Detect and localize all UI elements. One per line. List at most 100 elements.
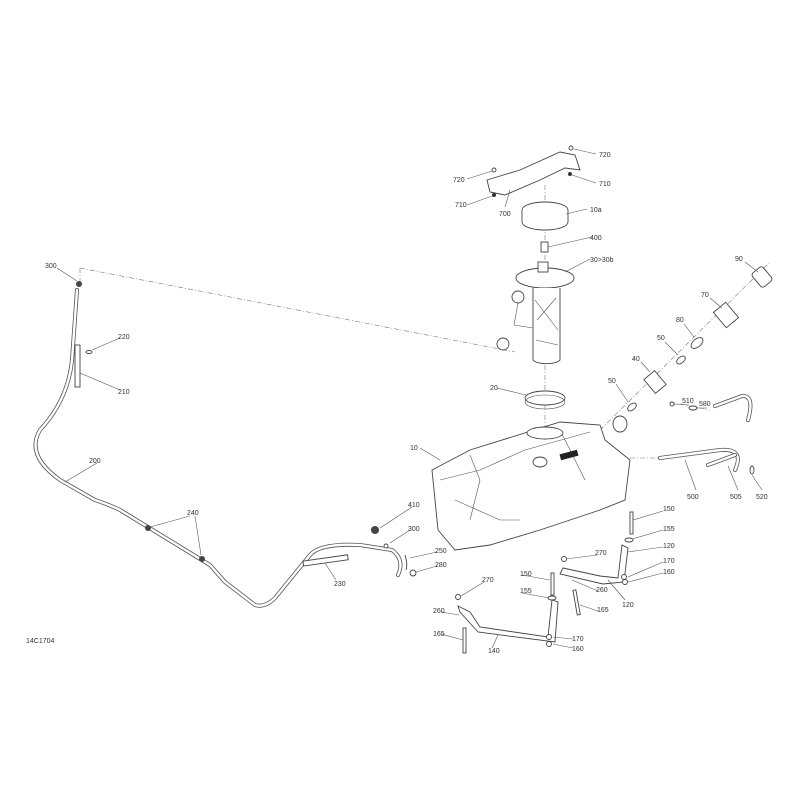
callout-165: 165 — [597, 607, 609, 614]
callout-270: 270 — [595, 550, 607, 557]
callout-200: 200 — [89, 458, 101, 465]
callout-20: 20 — [490, 385, 498, 392]
clamp-50 — [676, 355, 686, 365]
callout-400: 400 — [590, 235, 602, 242]
callout-30-30b: 30>30b — [590, 257, 614, 264]
nut-160 — [546, 641, 552, 647]
fuel-tank-10 — [431, 421, 631, 551]
lock-ring-10a-body — [521, 210, 569, 231]
float — [511, 290, 525, 304]
elbow-250 — [404, 554, 408, 571]
callout-80: 80 — [676, 317, 684, 324]
bolt-150 — [550, 572, 555, 596]
washer-170 — [546, 634, 552, 640]
callout-240: 240 — [187, 510, 199, 517]
tank-opening — [526, 426, 564, 440]
bolt-150 — [629, 511, 634, 535]
clamp-300 — [76, 281, 82, 287]
callout-90: 90 — [735, 256, 743, 263]
callout-70: 70 — [701, 292, 709, 299]
callout-170: 170 — [663, 558, 675, 565]
callout-280: 280 — [435, 562, 447, 569]
callout-40: 40 — [632, 356, 640, 363]
callout-170: 170 — [572, 636, 584, 643]
tie-220 — [85, 350, 93, 354]
connector-410 — [371, 526, 379, 534]
seal-20-edge — [524, 394, 566, 410]
callout-250: 250 — [435, 548, 447, 555]
sleeve-210 — [74, 344, 81, 388]
filler-neck — [612, 415, 628, 433]
bracket-700 — [486, 151, 581, 196]
fuel-pump-connector — [537, 261, 549, 273]
fuel-cap-90 — [751, 266, 773, 288]
washer-170 — [621, 574, 627, 580]
clip-240 — [145, 525, 151, 531]
callout-710: 710 — [455, 202, 467, 209]
seal-20 — [524, 390, 566, 406]
callout-10a: 10a — [590, 207, 602, 214]
centerline — [79, 267, 516, 353]
tank-label — [559, 449, 579, 461]
nut-160 — [622, 579, 628, 585]
washer-155 — [624, 537, 634, 543]
callout-120: 120 — [663, 543, 675, 550]
float — [496, 337, 510, 351]
clamp-280 — [409, 569, 417, 577]
filler-neck-70 — [712, 301, 740, 329]
sleeve-230 — [302, 554, 349, 567]
callout-720: 720 — [599, 152, 611, 159]
hose-40 — [643, 369, 667, 395]
callout-155: 155 — [520, 588, 532, 595]
hose-505-inner — [706, 453, 737, 467]
washer-155 — [547, 595, 557, 601]
callout-710: 710 — [599, 181, 611, 188]
strap-120 — [559, 544, 629, 585]
callout-260: 260 — [596, 587, 608, 594]
callout-50: 50 — [608, 378, 616, 385]
vent-hose-inner — [713, 394, 752, 422]
hose-500-inner — [658, 448, 740, 472]
bolt-165 — [572, 589, 581, 616]
leader-lines — [56, 148, 763, 649]
valve-580 — [688, 405, 698, 411]
callout-520: 520 — [756, 494, 768, 501]
clamp-50 — [627, 402, 637, 412]
callout-150: 150 — [520, 571, 532, 578]
callout-700: 700 — [499, 211, 511, 218]
callout-120: 120 — [622, 602, 634, 609]
bolt-165 — [462, 627, 467, 654]
callout-50: 50 — [657, 335, 665, 342]
nut-710 — [568, 172, 572, 176]
connector-400 — [540, 241, 549, 253]
callout-300: 300 — [45, 263, 57, 270]
tank-vent — [532, 456, 548, 468]
callout-160: 160 — [572, 646, 584, 653]
fuel-pump-module — [532, 288, 561, 365]
clip-240 — [199, 556, 205, 562]
nut-710 — [492, 193, 496, 197]
clamp-300 — [383, 543, 389, 549]
callout-410: 410 — [408, 502, 420, 509]
ring-80 — [690, 337, 704, 349]
strap-140 — [457, 599, 559, 643]
callout-10: 10 — [410, 445, 418, 452]
screw-720 — [491, 167, 497, 173]
float-arm — [513, 302, 534, 329]
fuel-tank-contours — [439, 429, 591, 521]
callout-500: 500 — [687, 494, 699, 501]
screw-720 — [568, 145, 574, 151]
callout-580: 580 — [699, 401, 711, 408]
callout-510: 510 — [682, 398, 694, 405]
fuel-line-200-inner — [34, 288, 402, 607]
callout-270: 270 — [482, 577, 494, 584]
callout-155: 155 — [663, 526, 675, 533]
callout-260: 260 — [433, 608, 445, 615]
clamp-520 — [749, 465, 755, 475]
nut-270 — [561, 556, 567, 562]
callout-160: 160 — [663, 569, 675, 576]
callout-220: 220 — [118, 334, 130, 341]
diagram-code: 14C1704 — [26, 638, 55, 645]
callout-230: 230 — [334, 581, 346, 588]
